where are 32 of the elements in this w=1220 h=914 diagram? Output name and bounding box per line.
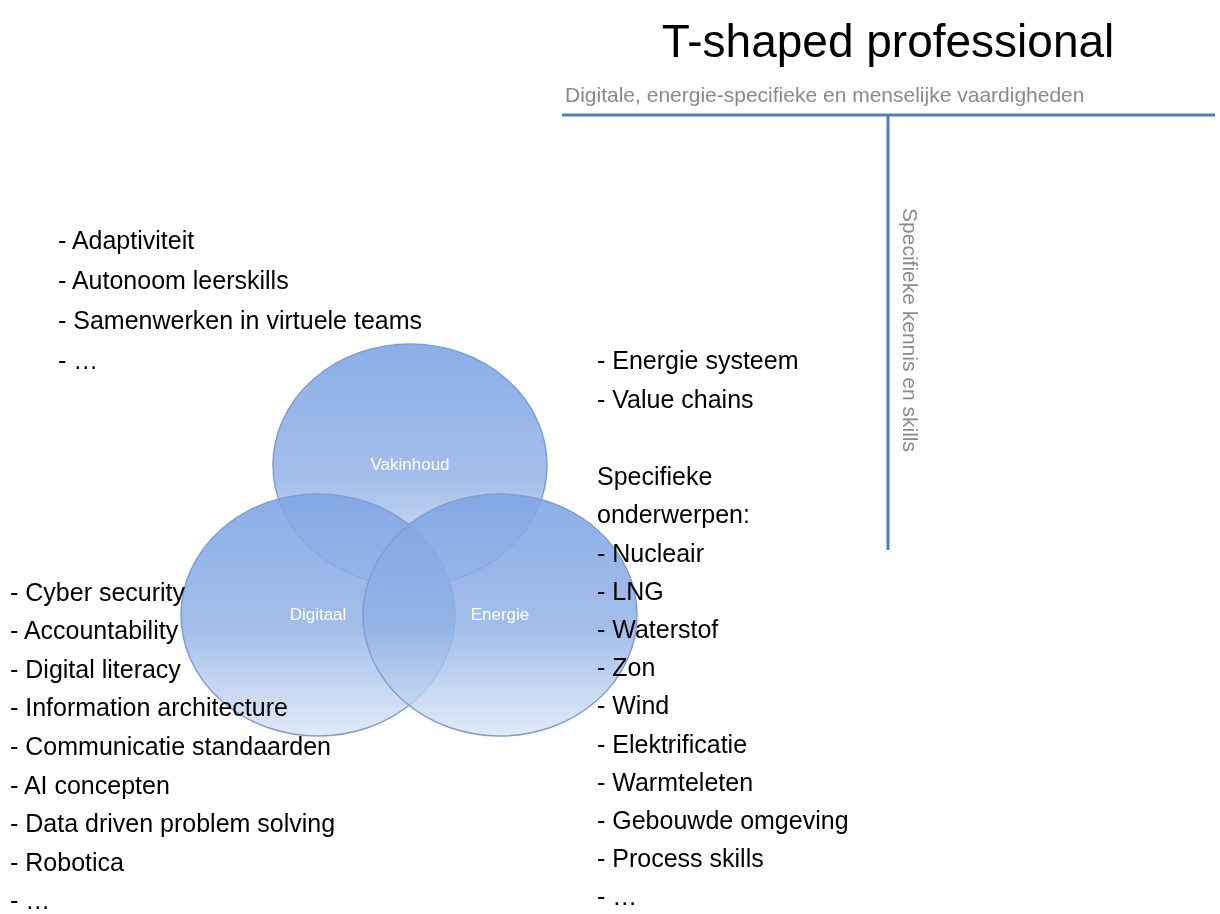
list-item: - Value chains (597, 383, 754, 414)
list-item: - Data driven problem solving (10, 808, 336, 839)
circle-label: Energie (470, 605, 530, 625)
list-item: - Robotica (10, 846, 124, 877)
list-item: - Elektrificatie (597, 728, 748, 759)
circle-label: Digitaal (289, 605, 347, 625)
axis-label: Specifieke kennis en skills (897, 208, 923, 452)
list-item: - Zon (597, 652, 656, 683)
list-item: - Nucleair (597, 537, 704, 568)
list-item: - LNG (597, 575, 664, 606)
list-item: - Gebouwde omgeving (597, 804, 849, 835)
list-item: - Cyber security (10, 576, 186, 607)
title: T-shaped professional (661, 14, 1115, 69)
list-item: - Digital literacy (10, 653, 181, 684)
list-item: - Communicatie standaarden (10, 730, 331, 761)
subtitle: Digitale, energie-specifieke en menselijke vaardigheden (565, 81, 1085, 108)
list-item: - Information architecture (10, 692, 288, 723)
list-heading: Specifieke onderwerpen: (597, 461, 751, 530)
list-item: - Autonoom leerskills (58, 264, 289, 295)
list-item: - Accountability (10, 615, 179, 646)
list-item: - Samenwerken in virtuele teams (58, 304, 423, 335)
list-item: - Process skills (597, 843, 764, 874)
list-item: - Waterstof (597, 613, 719, 644)
list-item: - Warmteleten (597, 766, 754, 797)
list-item: - Adaptiviteit (58, 224, 195, 255)
list-item: - … (10, 885, 51, 914)
list-item: - … (597, 881, 638, 912)
list-item: - AI concepten (10, 769, 170, 800)
list-item: - … (58, 344, 99, 375)
circle-label: Vakinhoud (370, 455, 450, 475)
list-item: - Wind (597, 690, 670, 721)
list-item: - Energie systeem (597, 344, 799, 375)
